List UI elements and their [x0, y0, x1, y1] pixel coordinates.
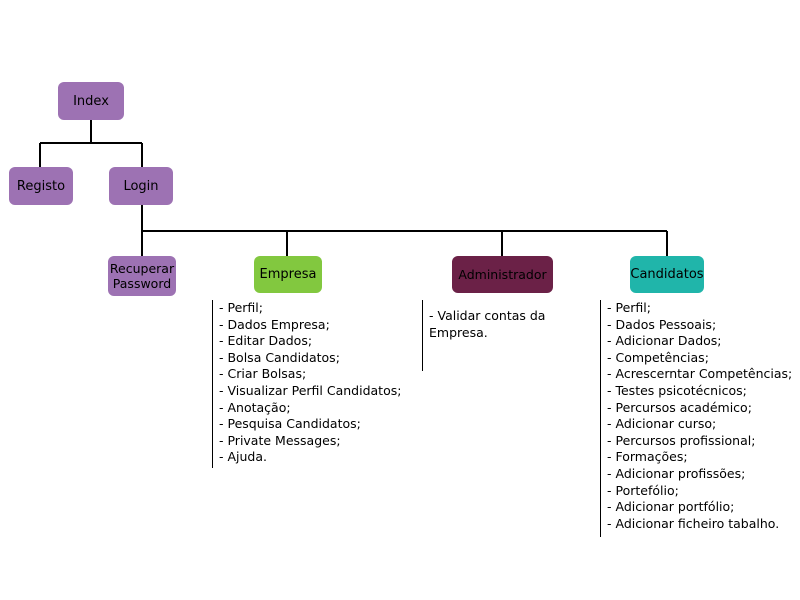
empresa-node: Empresa	[254, 256, 322, 293]
list-item: - Validar contas da Empresa.	[429, 308, 546, 340]
recuperar-password-label: Recuperar Password	[109, 261, 175, 291]
list-item: - Adicionar profissões;	[607, 465, 746, 481]
empresa-feature-list: - Perfil; - Dados Empresa; - Editar Dado…	[212, 300, 412, 468]
list-item: - Percursos profissional;	[607, 432, 756, 448]
list-item: - Adicionar portfólio;	[607, 499, 735, 515]
list-item: - Percursos académico;	[607, 399, 752, 415]
list-item: - Ajuda.	[219, 449, 267, 465]
administrador-feature-list: - Validar contas da Empresa.	[422, 300, 582, 372]
list-item: - Pesquisa Candidatos;	[219, 416, 361, 432]
list-item: - Perfil;	[607, 300, 651, 315]
list-item: - Private Messages;	[219, 432, 341, 448]
list-item: - Adicionar curso;	[607, 416, 717, 432]
list-item: - Perfil;	[219, 300, 263, 315]
list-item: - Portefólio;	[607, 482, 679, 498]
candidatos-node: Candidatos	[630, 256, 704, 293]
registo-node: Registo	[9, 167, 73, 205]
list-item: - Anotação;	[219, 399, 291, 415]
list-item: - Visualizar Perfil Candidatos;	[219, 382, 402, 398]
list-item: - Dados Empresa;	[219, 316, 330, 332]
candidatos-feature-list: - Perfil; - Dados Pessoais; - Adicionar …	[600, 300, 795, 538]
list-item: - Criar Bolsas;	[219, 366, 307, 382]
list-item: - Acrescerntar Competências;	[607, 366, 793, 382]
empresa-label: Empresa	[259, 267, 317, 282]
candidatos-label: Candidatos	[630, 267, 704, 282]
recuperar-password-node: Recuperar Password	[108, 256, 176, 296]
list-item: - Adicionar Dados;	[607, 333, 722, 349]
list-item: - Bolsa Candidatos;	[219, 349, 340, 365]
index-node: Index	[58, 82, 124, 120]
list-item: - Dados Pessoais;	[607, 316, 717, 332]
list-item: - Competências;	[607, 349, 709, 365]
administrador-node: Administrador	[452, 256, 553, 293]
administrador-label: Administrador	[458, 267, 547, 282]
login-node: Login	[109, 167, 173, 205]
registo-label: Registo	[16, 178, 66, 194]
index-label: Index	[73, 93, 109, 109]
list-item: - Formações;	[607, 449, 688, 465]
list-item: - Editar Dados;	[219, 333, 313, 349]
login-label: Login	[123, 178, 159, 194]
list-item: - Testes psicotécnicos;	[607, 382, 747, 398]
list-item: - Adicionar ficheiro tabalho.	[607, 515, 780, 531]
